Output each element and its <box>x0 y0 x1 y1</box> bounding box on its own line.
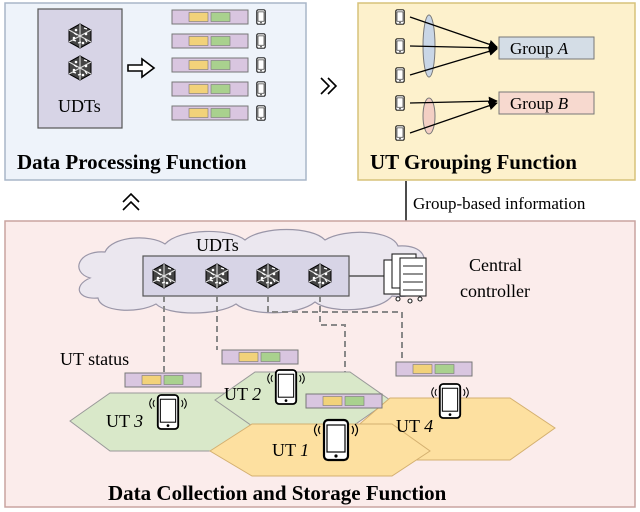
data-processing-title: Data Processing Function <box>17 150 247 174</box>
ut-grouping-title: UT Grouping Function <box>370 150 577 174</box>
data-collection-panel <box>4 220 636 508</box>
ut-grouping-panel <box>357 2 636 181</box>
hollow-arrow-icon <box>127 57 156 79</box>
double-arrow-icon <box>320 77 338 95</box>
group-based-info-label: Group-based information <box>413 194 586 213</box>
central-controller-label-line1: Central <box>469 255 522 275</box>
cloud-udts-label: UDTs <box>196 235 239 255</box>
double-arrow-icon <box>122 192 140 211</box>
ut-status-bar <box>124 372 202 388</box>
data-processing-panel <box>4 2 307 181</box>
ut-status-bar <box>395 361 473 377</box>
ut1-cell <box>209 423 431 477</box>
server-icon <box>383 253 427 304</box>
ut-status-bar <box>305 393 383 409</box>
udts-label: UDTs <box>58 96 101 116</box>
ut4-label: UT 4 <box>396 416 434 436</box>
group-a-label: Group A <box>510 39 569 58</box>
data-collection-title: Data Collection and Storage Function <box>108 481 447 505</box>
ut3-label: UT 3 <box>106 411 144 431</box>
central-controller-label-line2: controller <box>460 281 530 301</box>
ut1-label: UT 1 <box>272 440 310 460</box>
ut-status-label: UT status <box>60 349 130 369</box>
ut-status-bar <box>221 349 299 365</box>
group-b-label: Group B <box>510 94 569 113</box>
ut2-label: UT 2 <box>224 384 262 404</box>
